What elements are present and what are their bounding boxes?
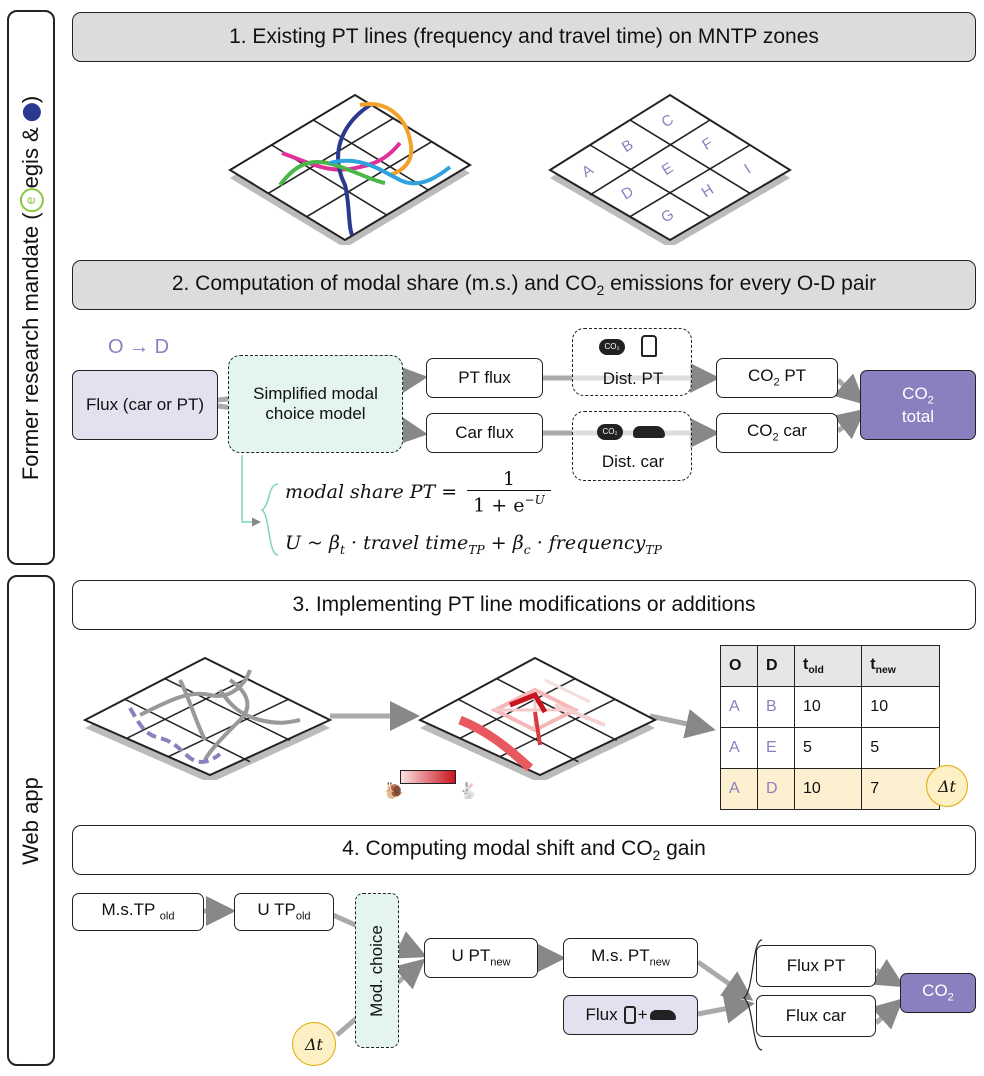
- co2-cloud-icon: CO₂: [599, 339, 625, 355]
- formula1-lhs: modal share PT =: [285, 481, 458, 503]
- u-tp-old-label: U TPold: [257, 900, 311, 923]
- co2-result-label: CO2: [922, 981, 954, 1004]
- table-cell-origin: A: [720, 686, 758, 728]
- train-icon: [641, 335, 657, 357]
- co2-total-word: CO2: [902, 383, 934, 407]
- section3-title: 3. Implementing PT line modifications or…: [292, 593, 756, 616]
- table-cell-t-old: 5: [793, 727, 863, 769]
- snail-icon: 🐌: [384, 783, 404, 800]
- dist-car-box: CO₂ Dist. car: [572, 411, 692, 481]
- flux-pt-box: Flux PT: [756, 945, 876, 987]
- formula1-fraction: 1 1 + e−U: [467, 468, 551, 516]
- web-app-sidebar: Web app: [7, 575, 55, 1066]
- table-cell-t-old: 10: [793, 768, 863, 810]
- car-flux-label: Car flux: [455, 423, 514, 443]
- table-cell-destination: E: [757, 727, 795, 769]
- table-header-t-new: tnew: [861, 645, 940, 687]
- dist-pt-label: Dist. PT: [602, 369, 664, 388]
- former-mandate-sidebar: Former research mandate (eegis & ): [7, 10, 55, 565]
- flux-combined-box: Flux +: [563, 995, 698, 1035]
- delta-t-badge: Δt: [926, 765, 968, 807]
- ms-pt-new-label: M.s. PTnew: [591, 946, 670, 969]
- ms-tp-old-label: M.s.TP old: [101, 900, 175, 923]
- section1-header: 1. Existing PT lines (frequency and trav…: [72, 12, 976, 62]
- modal-choice-model-label: Simplified modal choice model: [253, 383, 378, 423]
- mod-choice-box: Mod. choice: [355, 893, 399, 1048]
- section4-title: 4. Computing modal shift and CO2 gain: [342, 836, 706, 864]
- car-flux-box: Car flux: [426, 413, 543, 453]
- flux-pt-label: Flux PT: [786, 956, 846, 976]
- plus-sign: +: [637, 1005, 648, 1025]
- mod-choice-label: Mod. choice: [367, 924, 386, 1017]
- table-row: A B 10 10: [720, 686, 940, 728]
- gain-heat-map: [417, 656, 658, 780]
- flux-box: Flux (car or PT): [72, 370, 218, 440]
- delta-t-input-badge: Δt: [292, 1022, 336, 1066]
- section4-header: 4. Computing modal shift and CO2 gain: [72, 825, 976, 875]
- flux-box-label: Flux (car or PT): [85, 395, 205, 415]
- ms-pt-new-box: M.s. PTnew: [563, 938, 698, 978]
- zones-map: A B C D E F G H I: [548, 93, 792, 245]
- dist-pt-box: CO₂ Dist. PT: [572, 328, 692, 396]
- od-label: O → D: [108, 336, 170, 358]
- co2-car-label: CO2 car: [746, 421, 807, 444]
- section2-header: 2. Computation of modal share (m.s.) and…: [72, 260, 976, 310]
- section1-title: 1. Existing PT lines (frequency and trav…: [229, 25, 819, 48]
- co2-pt-box: CO2 PT: [716, 358, 838, 398]
- section2-title: 2. Computation of modal share (m.s.) and…: [171, 271, 877, 299]
- car-icon: [649, 1010, 676, 1020]
- co2-total-label: total: [901, 406, 935, 426]
- section3-header: 3. Implementing PT line modifications or…: [72, 580, 976, 630]
- flux-car-label: Flux car: [785, 1006, 847, 1026]
- table-cell-t-new: 10: [861, 686, 940, 728]
- rabbit-icon: 🐇: [458, 783, 478, 800]
- co2-cloud-icon: CO₂: [597, 424, 623, 440]
- train-icon: [623, 1006, 636, 1024]
- flux-combined-label: Flux: [585, 1005, 618, 1025]
- pt-flux-box: PT flux: [426, 358, 543, 398]
- table-header-row: O D told tnew: [720, 645, 940, 687]
- table-cell-origin: A: [720, 727, 758, 769]
- u-pt-new-box: U PTnew: [424, 938, 538, 978]
- formula-utility: U ~ βt · travel timeTP + βc · frequencyT…: [285, 532, 662, 557]
- formula-modal-share: modal share PT = 1 1 + e−U: [285, 464, 551, 520]
- modal-choice-model-box: Simplified modal choice model: [228, 355, 403, 453]
- ms-tp-old-box: M.s.TP old: [72, 893, 204, 931]
- u-pt-new-label: U PTnew: [451, 946, 511, 969]
- u-tp-old-box: U TPold: [234, 893, 334, 931]
- pt-lines-map: [228, 93, 472, 245]
- od-travel-time-table: O D told tnew A B 10 10 A E 5 5 A D 10 7: [720, 645, 940, 810]
- car-icon: [633, 426, 665, 438]
- co2-total-box: CO2 total: [860, 370, 976, 440]
- table-cell-origin: A: [720, 768, 758, 810]
- dist-car-label: Dist. car: [601, 452, 665, 471]
- table-row-highlighted: A D 10 7: [720, 768, 940, 810]
- gain-color-legend: [400, 770, 456, 784]
- flux-car-box: Flux car: [756, 995, 876, 1037]
- pt-flux-label: PT flux: [458, 368, 511, 388]
- modified-lines-map: [82, 656, 333, 780]
- co2-result-box: CO2: [900, 973, 976, 1013]
- co2-car-box: CO2 car: [716, 413, 838, 453]
- co2-pt-label: CO2 PT: [747, 366, 807, 389]
